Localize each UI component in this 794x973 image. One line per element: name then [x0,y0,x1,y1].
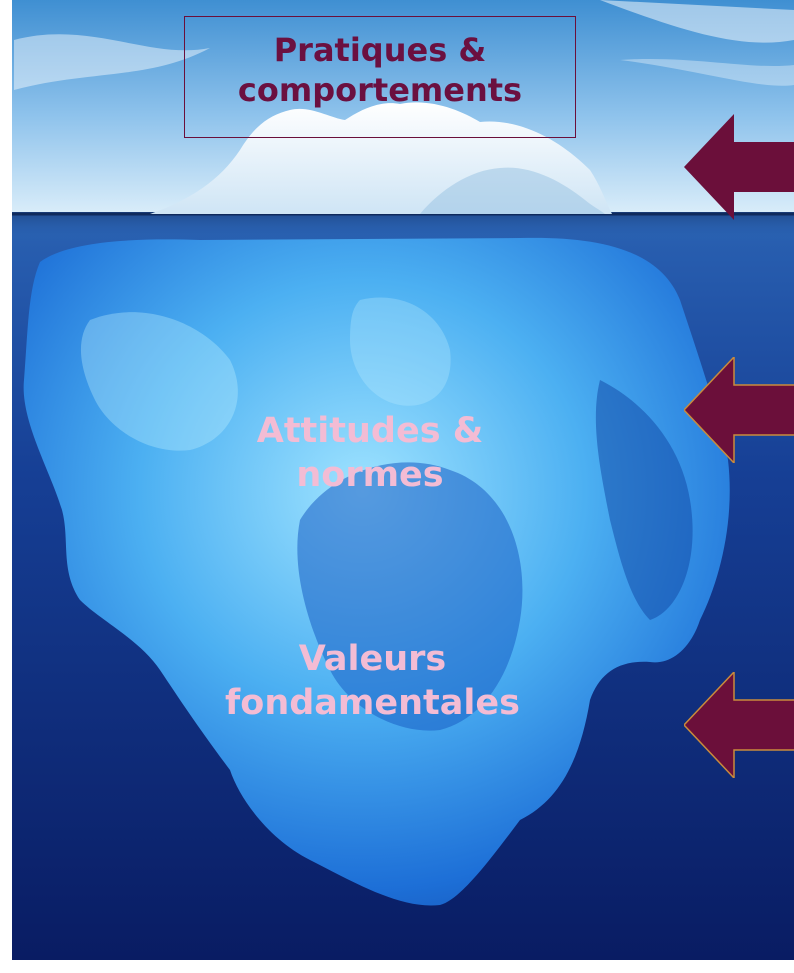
label-practices-behaviours: Pratiques & comportements [184,30,576,110]
label-core-values: Valeurs fondamentales [190,638,555,726]
label-line: comportements [237,71,523,109]
label-attitudes-norms: Attitudes & normes [200,410,540,498]
label-line: Pratiques & [273,31,487,69]
left-arrow-icon [684,672,794,778]
label-line: normes [296,454,444,495]
label-line: Attitudes & [256,411,484,451]
left-arrow-icon [684,114,794,220]
label-line: fondamentales [225,682,520,723]
top-label-frame [184,16,576,138]
label-line: Valeurs [298,639,447,679]
left-arrow-icon [684,357,794,463]
